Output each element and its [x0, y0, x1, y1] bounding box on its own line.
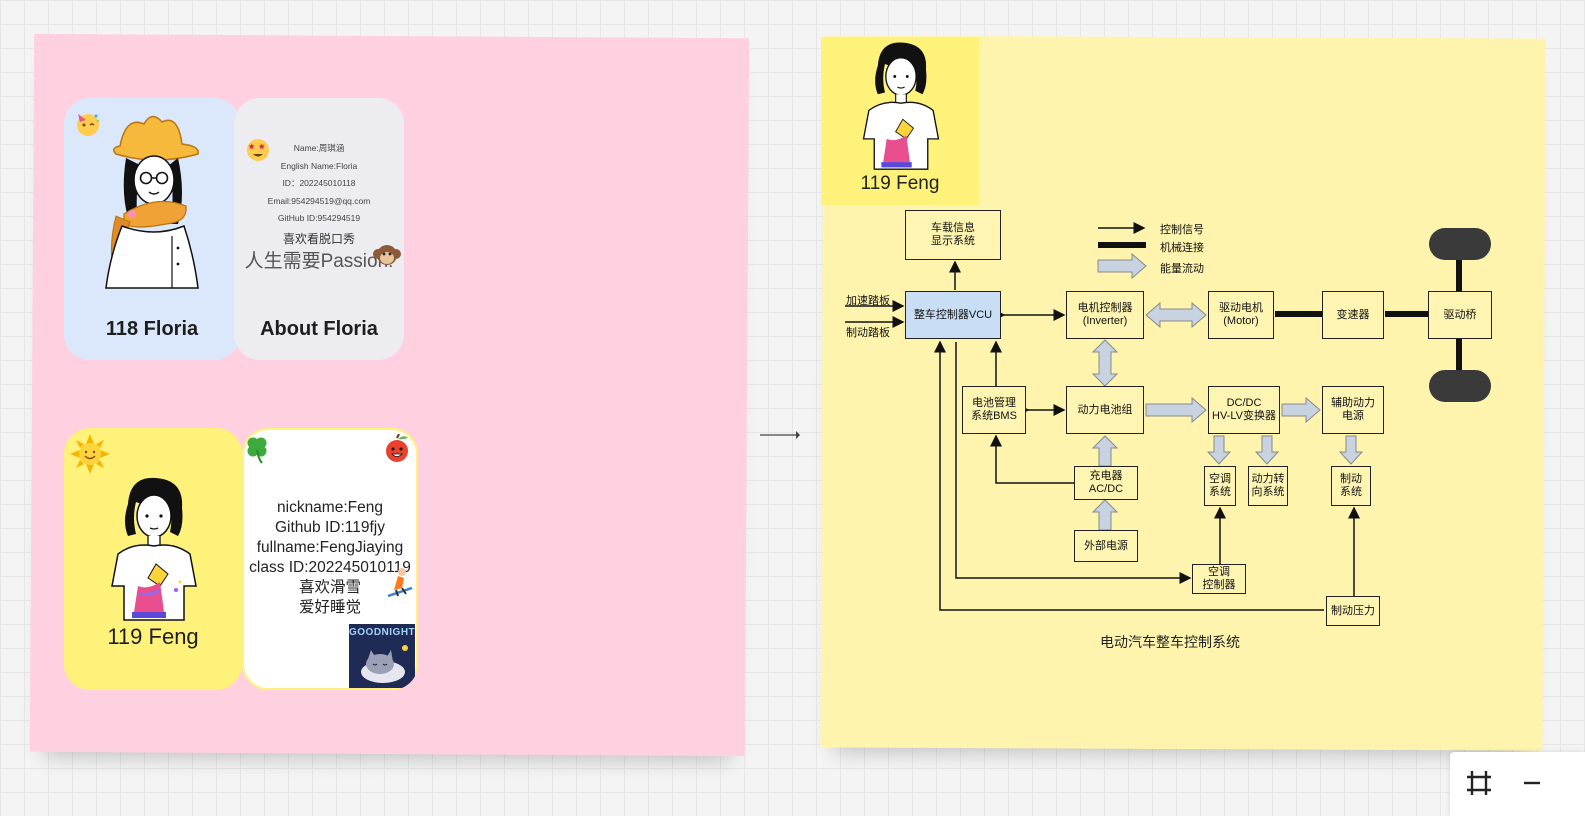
- block-battery-pack: 动力电池组: [1066, 386, 1144, 434]
- brake-pedal-label: 制动踏板: [846, 327, 890, 339]
- block-dcdc: DC/DC HV-LV变换器: [1208, 386, 1280, 434]
- block-info-display: 车载信息 显示系统: [905, 210, 1001, 260]
- frame-icon[interactable]: [1464, 768, 1494, 798]
- feng-hobby-sleep-line: 爱好睡觉: [298, 599, 361, 616]
- block-ac-system: 空调 系统: [1204, 466, 1236, 506]
- block-brake-pressure: 制动压力: [1326, 596, 1380, 626]
- feng-github-line: Github ID:119fjy: [275, 519, 385, 536]
- party-face-icon: [77, 114, 100, 136]
- legend-mechanical-link: 机械连接: [1160, 242, 1204, 254]
- block-ac-controller: 空调 控制器: [1192, 564, 1246, 594]
- skier-icon: [387, 568, 413, 598]
- diagram-caption: 电动汽车整车控制系统: [1100, 634, 1240, 650]
- feng-card-label: 119 Feng: [107, 624, 199, 649]
- sun-face-icon: [70, 434, 110, 474]
- block-motor: 驱动电机 (Motor): [1208, 291, 1274, 339]
- block-external-power: 外部电源: [1074, 530, 1138, 562]
- block-bms: 电池管理 系统BMS: [962, 386, 1026, 434]
- goodnight-sticker: GOODNIGHT: [349, 624, 415, 688]
- feng-classid-line: class ID:202245010119: [249, 559, 411, 576]
- four-leaf-clover-icon: [247, 437, 267, 464]
- about-floria-card[interactable]: Name:周琪涵 English Name:Floria ID：20224501…: [234, 98, 404, 360]
- block-transmission: 变速器: [1322, 291, 1384, 339]
- floria-motto: 人生需要Passion!: [244, 250, 394, 272]
- block-inverter: 电机控制器 (Inverter): [1066, 291, 1144, 339]
- feng-hobby-ski-line: 喜欢滑雪: [298, 579, 361, 596]
- canvas-toolbar: [1450, 752, 1585, 816]
- floria-avatar-card[interactable]: 118 Floria: [64, 98, 240, 360]
- block-charger: 充电器 AC/DC: [1074, 466, 1138, 500]
- feng-avatar-illustration-small: [862, 42, 940, 170]
- legend-control-signal: 控制信号: [1160, 224, 1204, 236]
- sleeping-cat-icon: [361, 645, 408, 683]
- yellow-note-avatar-label: 119 Feng: [860, 173, 940, 194]
- floria-info-block: Name:周琪涵 English Name:Floria ID：20224501…: [234, 140, 404, 274]
- yellow-note-avatar-card[interactable]: 119 Feng: [821, 37, 979, 205]
- block-vcu: 整车控制器VCU: [905, 291, 1001, 339]
- apple-face-icon: [386, 434, 408, 462]
- feng-avatar-illustration: [111, 477, 197, 621]
- floria-email-line: Email:954294519@qq.com: [267, 195, 371, 206]
- floria-english-name-line: English Name:Floria: [280, 160, 358, 171]
- minus-icon[interactable]: [1522, 768, 1542, 798]
- floria-hobby-line: 喜欢看脱口秀: [282, 231, 355, 246]
- legend-energy-flow: 能量流动: [1160, 263, 1204, 275]
- block-drive-axle: 驱动桥: [1428, 291, 1492, 339]
- block-brake-system: 制动 系统: [1331, 466, 1371, 506]
- connector-arrow[interactable]: [758, 428, 802, 442]
- about-feng-card[interactable]: nickname:Feng Github ID:119fjy fullname:…: [242, 428, 418, 690]
- star-struck-icon: [247, 139, 269, 161]
- floria-github-line: GitHub ID:954294519: [277, 213, 361, 223]
- accelerator-pedal-label: 加速踏板: [846, 295, 890, 307]
- block-aux-power: 辅助动力 电源: [1322, 386, 1384, 434]
- about-floria-title: About Floria: [260, 318, 378, 340]
- feng-avatar-card[interactable]: 119 Feng: [64, 428, 242, 690]
- block-power-steering: 动力转 向系统: [1248, 466, 1288, 506]
- floria-id-line: ID：202245010118: [282, 178, 356, 188]
- floria-name-line: Name:周琪涵: [293, 143, 345, 153]
- feng-info-block: nickname:Feng Github ID:119fjy fullname:…: [242, 498, 418, 618]
- feng-nickname-line: nickname:Feng: [277, 499, 383, 516]
- floria-card-label: 118 Floria: [105, 318, 199, 340]
- feng-fullname-line: fullname:FengJiaying: [256, 539, 404, 556]
- floria-avatar-illustration: [105, 115, 199, 289]
- monkey-icon: [373, 245, 401, 265]
- goodnight-sticker-text: GOODNIGHT: [349, 627, 415, 638]
